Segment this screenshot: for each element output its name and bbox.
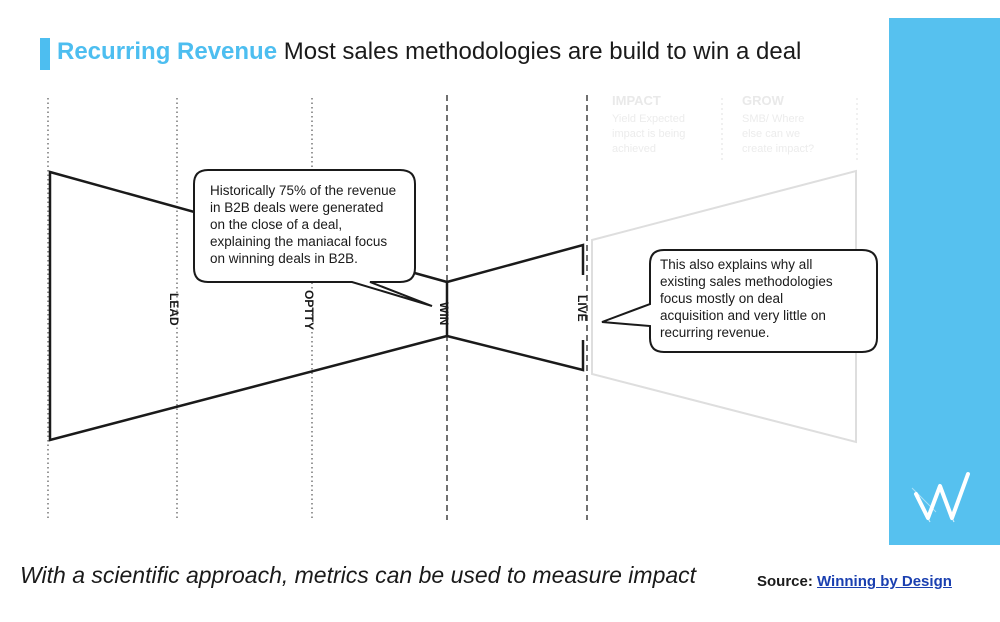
blue-side-band — [889, 18, 1000, 545]
stage-label-lead: LEAD — [167, 293, 181, 326]
source-link[interactable]: Winning by Design — [817, 573, 952, 590]
callout-1-bubble — [193, 169, 433, 307]
title-accent: Recurring Revenue — [57, 38, 278, 65]
callout-1-line: explaining the maniacal focus — [210, 234, 388, 249]
callout-1-line: on the close of a deal, — [210, 217, 343, 232]
stage-label-win: WIN — [437, 302, 451, 325]
callout-2-line: recurring revenue. — [660, 325, 770, 340]
callout-1-line: in B2B deals were generated — [210, 200, 384, 215]
faded-stage-grow-line-2: else can we — [742, 128, 800, 140]
title-accent-bar — [40, 38, 50, 70]
live-top-edge — [446, 243, 585, 284]
faded-stage-grow-line-1: SMB/ Where — [742, 113, 804, 125]
source-credit: Source: Winning by Design — [757, 573, 952, 590]
faded-stage-impact-line-3: achieved — [612, 143, 656, 155]
callout-1-text: Historically 75% of the revenue in B2B d… — [210, 182, 420, 267]
faded-stage-impact-line-1: Yield Expected — [612, 113, 685, 125]
callout-2-text: This also explains why all existing sale… — [660, 256, 870, 341]
source-label: Source: — [757, 573, 813, 590]
callout-1-line: on winning deals in B2B. — [210, 251, 358, 266]
faded-stage-impact-heading: IMPACT — [612, 93, 661, 108]
live-bottom-edge — [446, 334, 585, 372]
callout-1-line: Historically 75% of the revenue — [210, 183, 397, 198]
slide-title: Recurring Revenue Most sales methodologi… — [57, 37, 801, 67]
w-logo-icon — [911, 472, 970, 523]
callout-2-line: focus mostly on deal — [660, 291, 784, 306]
callout-2-bubble — [601, 249, 878, 353]
stage-label-live: LIVE — [575, 295, 589, 322]
callout-2-line: acquisition and very little on — [660, 308, 826, 323]
stage-label-optty: OPTTY — [302, 290, 316, 330]
faded-funnel — [591, 169, 857, 444]
faded-stage-grow-line-3: create impact? — [742, 143, 814, 155]
callout-2-line: This also explains why all — [660, 257, 813, 272]
title-text: Most sales methodologies are build to wi… — [283, 38, 802, 65]
footer-note: With a scientific approach, metrics can … — [20, 562, 697, 588]
faded-stage-impact-line-2: impact is being — [612, 128, 685, 140]
callout-2-line: existing sales methodologies — [660, 274, 833, 289]
faded-stage-grow-heading: GROW — [742, 93, 785, 108]
